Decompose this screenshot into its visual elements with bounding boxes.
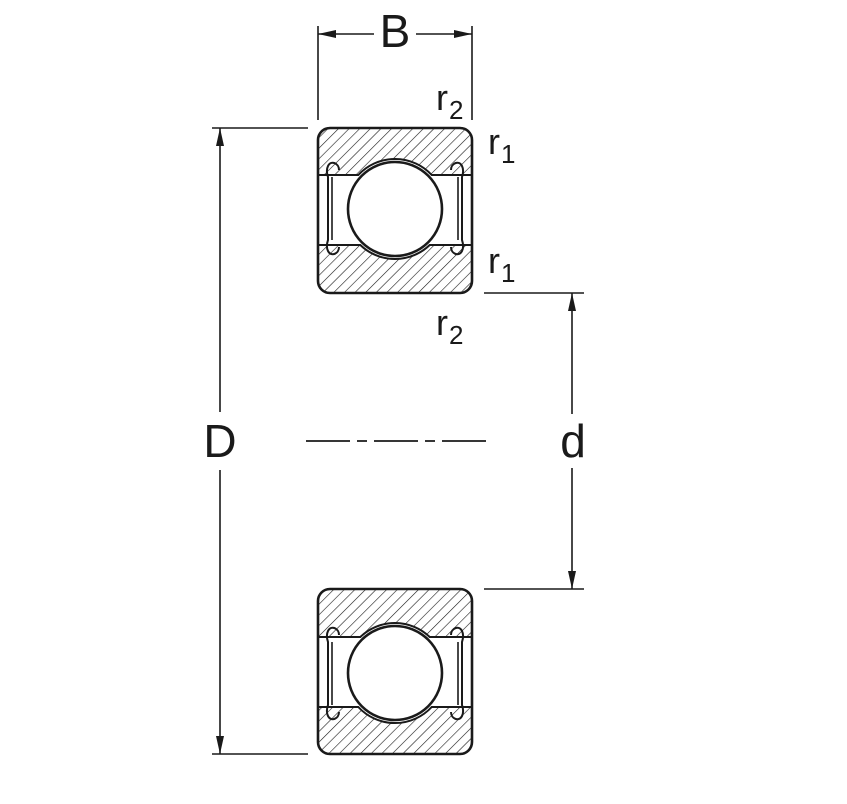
- arrowhead-b-left: [318, 30, 336, 38]
- radius-callouts: r2 r1 r1 r2: [436, 77, 515, 350]
- dimension-bore-diameter-d: d: [484, 292, 586, 590]
- arrowhead-d-bore-top: [568, 293, 576, 311]
- label-r2-outer-bore: r2: [436, 302, 463, 350]
- label-r2-outer-top: r2: [436, 77, 463, 125]
- ball-lower: [346, 624, 444, 722]
- dimension-width-B: B: [317, 5, 473, 120]
- arrowhead-b-right: [454, 30, 472, 38]
- section-outline-upper: [316, 126, 474, 295]
- label-bore-diameter-d: d: [560, 415, 586, 467]
- section-outline-lower: [316, 587, 474, 756]
- seal-right-upper: [450, 161, 465, 256]
- label-width-B: B: [380, 5, 411, 57]
- ball-upper: [346, 160, 444, 258]
- label-r1-inner-bore: r1: [488, 240, 515, 288]
- seal-left-upper: [325, 161, 340, 256]
- bearing-section-upper: [316, 126, 474, 295]
- arrowhead-d-bore-bottom: [568, 571, 576, 589]
- seal-left-lower: [325, 626, 340, 721]
- seal-right-lower: [450, 626, 465, 721]
- arrowhead-d-outer-bottom: [216, 736, 224, 754]
- label-r1-inner-top: r1: [488, 121, 515, 169]
- label-outer-diameter-D: D: [203, 415, 236, 467]
- arrowhead-d-outer-top: [216, 128, 224, 146]
- dimension-outer-diameter-D: D: [203, 127, 308, 755]
- bearing-section-lower: [316, 587, 474, 756]
